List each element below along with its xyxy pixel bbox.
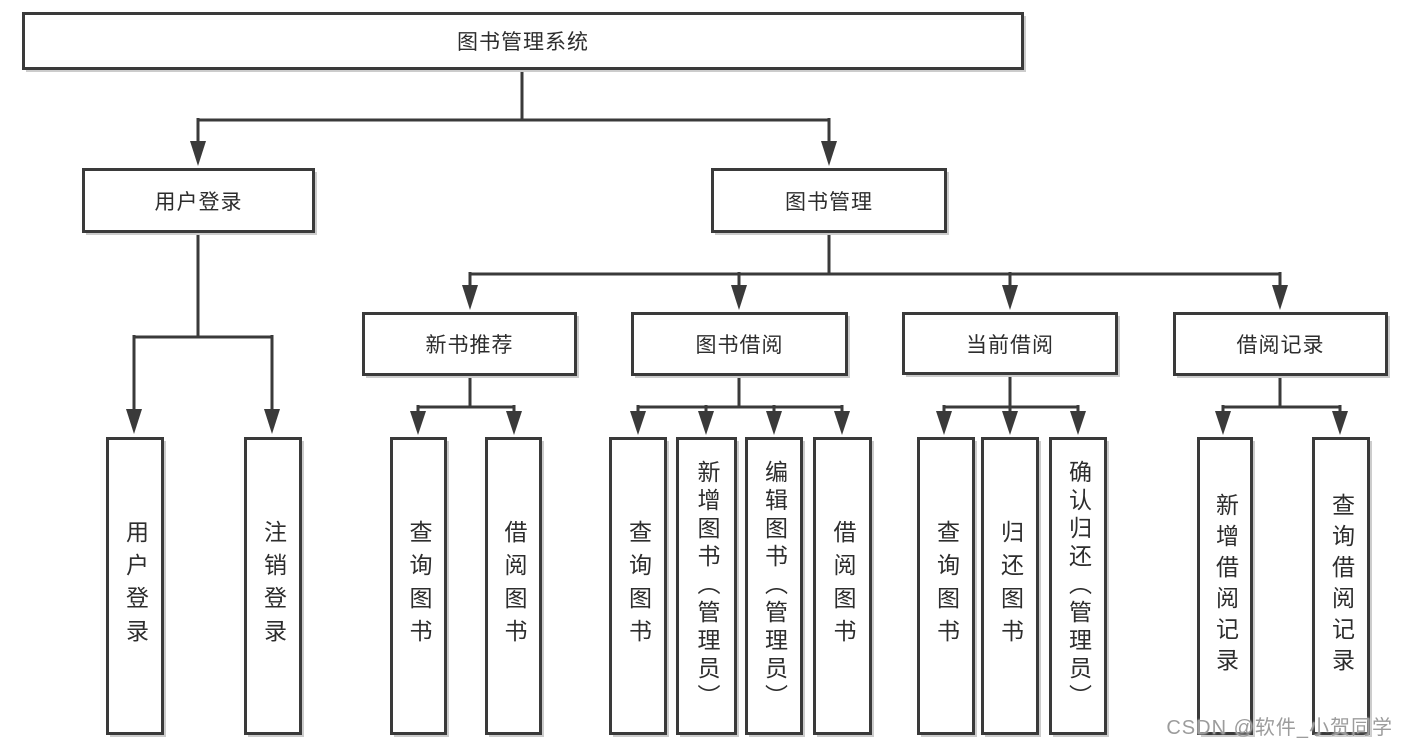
leaf-bb-edit-book-admin: 编辑图书（管理员） <box>745 437 803 735</box>
arrowheads <box>126 141 1348 435</box>
csdn-watermark: CSDN @软件_小贺同学 <box>1166 717 1393 739</box>
node-book-borrowing: 图书借阅 <box>631 312 848 376</box>
leaf-cb-confirm-return-admin-label: 确认归还（管理员） <box>1065 460 1092 712</box>
leaf-bb-borrow-books: 借阅图书 <box>813 437 872 735</box>
leaf-user-login-label: 用户登录 <box>122 520 149 652</box>
leaf-logout-login-label: 注销登录 <box>260 520 287 652</box>
leaf-cb-query-books: 查询图书 <box>917 437 975 735</box>
node-new-book-recommend: 新书推荐 <box>362 312 577 376</box>
node-borrowing-records-label: 借阅记录 <box>1236 334 1325 357</box>
node-book-borrowing-label: 图书借阅 <box>695 334 784 357</box>
node-book-management: 图书管理 <box>711 168 947 233</box>
node-borrowing-records: 借阅记录 <box>1173 312 1388 376</box>
leaf-br-query-borrow-record: 查询借阅记录 <box>1312 437 1370 735</box>
leaf-bb-edit-book-admin-label: 编辑图书（管理员） <box>761 460 788 712</box>
leaf-nbr-borrow-books: 借阅图书 <box>485 437 542 735</box>
leaf-cb-return-books: 归还图书 <box>981 437 1039 735</box>
leaf-cb-query-books-label: 查询图书 <box>933 520 960 652</box>
node-new-book-recommend-label: 新书推荐 <box>425 334 514 357</box>
leaf-user-login: 用户登录 <box>106 437 164 735</box>
leaf-br-add-borrow-record: 新增借阅记录 <box>1197 437 1253 735</box>
leaf-cb-confirm-return-admin: 确认归还（管理员） <box>1049 437 1107 735</box>
node-library-system: 图书管理系统 <box>22 12 1024 70</box>
leaf-bb-add-book-admin: 新增图书（管理员） <box>676 437 737 735</box>
leaf-nbr-borrow-books-label: 借阅图书 <box>501 520 527 652</box>
leaf-nbr-query-books: 查询图书 <box>390 437 447 735</box>
leaf-cb-return-books-label: 归还图书 <box>997 520 1024 652</box>
leaf-logout-login: 注销登录 <box>244 437 302 735</box>
node-user-login-label: 用户登录 <box>154 190 243 214</box>
leaf-bb-query-books: 查询图书 <box>609 437 667 735</box>
leaf-bb-query-books-label: 查询图书 <box>625 520 652 652</box>
node-current-borrowing-label: 当前借阅 <box>966 333 1054 357</box>
node-user-login: 用户登录 <box>82 168 315 233</box>
node-book-management-label: 图书管理 <box>785 190 873 214</box>
leaf-nbr-query-books-label: 查询图书 <box>406 520 432 652</box>
leaf-br-query-borrow-record-label: 查询借阅记录 <box>1328 493 1355 679</box>
leaf-br-add-borrow-record-label: 新增借阅记录 <box>1212 493 1239 679</box>
leaf-bb-add-book-admin-label: 新增图书（管理员） <box>694 460 720 712</box>
node-library-system-label: 图书管理系统 <box>457 31 589 54</box>
leaf-bb-borrow-books-label: 借阅图书 <box>830 520 856 652</box>
node-current-borrowing: 当前借阅 <box>902 312 1118 375</box>
